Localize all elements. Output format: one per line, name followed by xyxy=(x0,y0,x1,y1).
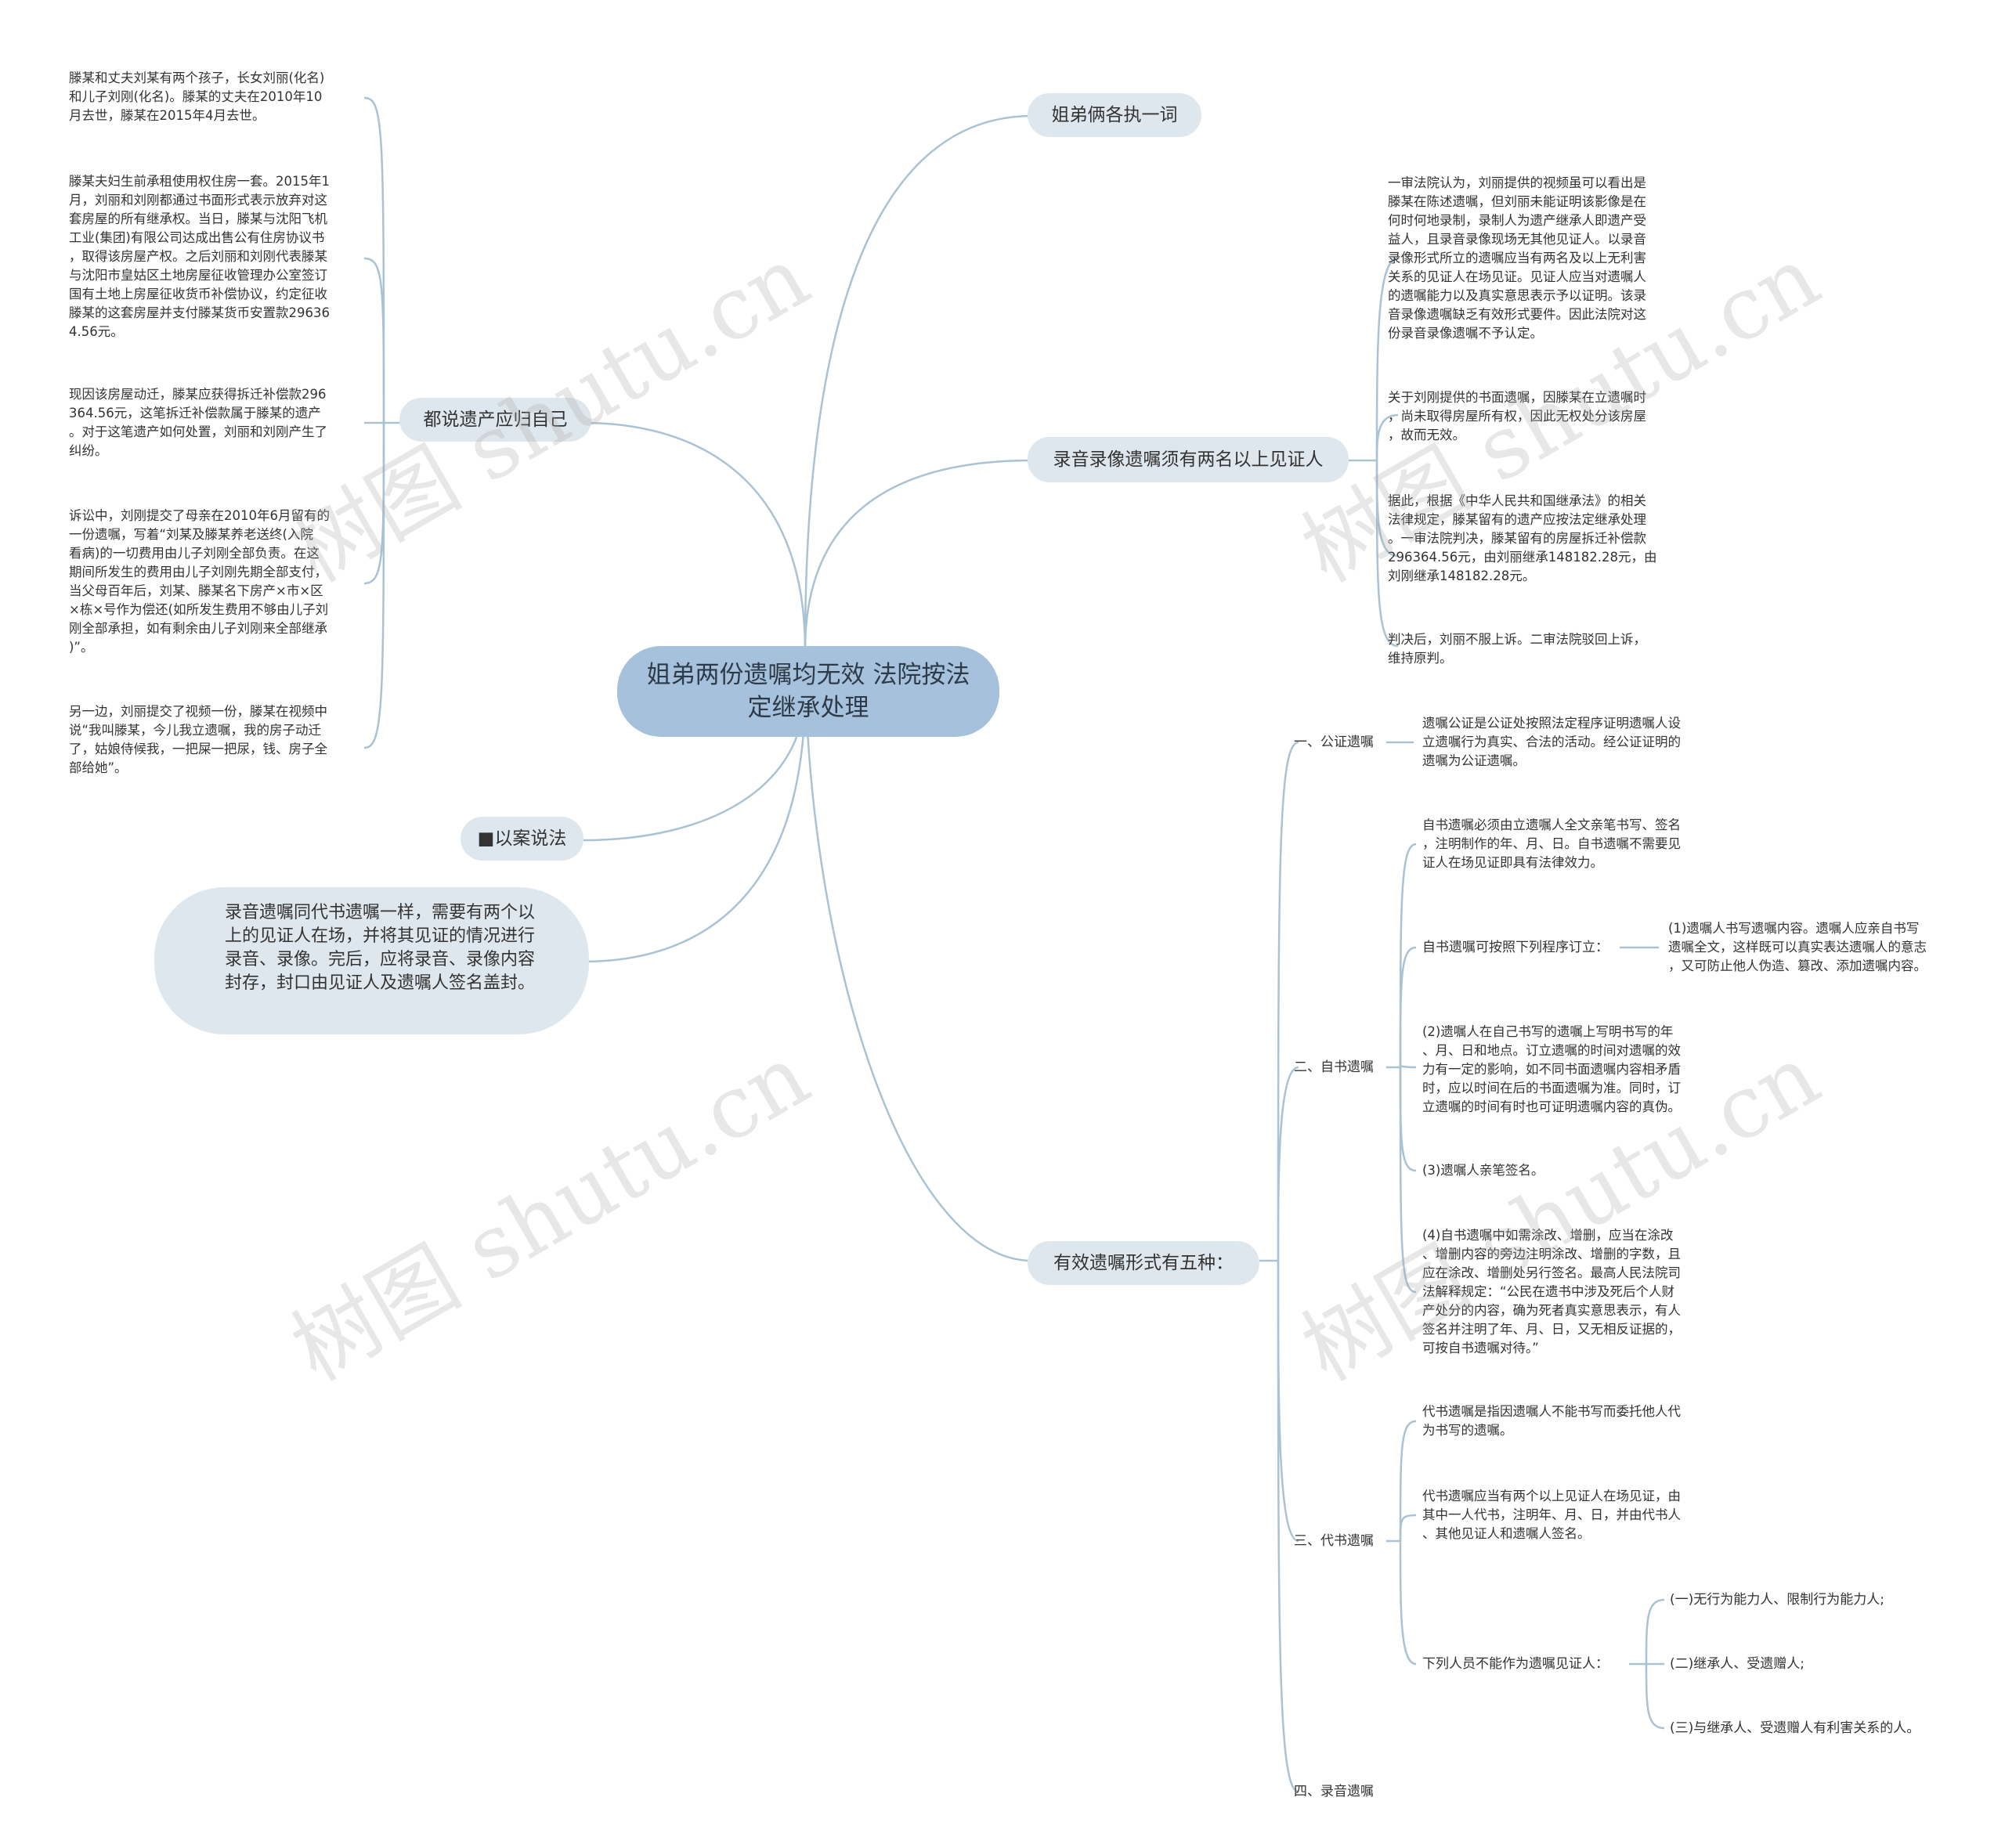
notary-text: 遗嘱公证是公证处按照法定程序证明遗嘱人设 立遗嘱行为真实、合法的活动。经公证证明… xyxy=(1422,716,1681,768)
ruling-text-written: 关于刘刚提供的书面遗嘱，因滕某在立遗嘱时 ，尚未取得房屋所有权，因此无权处分该房… xyxy=(1388,390,1646,442)
branch-audio-note[interactable]: 录音遗嘱同代书遗嘱一样，需要有两个以上的见证人在场，并将其见证的情况进行录音、录… xyxy=(154,887,589,1034)
branch-forms[interactable]: 有效遗嘱形式有五种： xyxy=(1028,1241,1259,1285)
holograph-step-2: (2)遗嘱人在自己书写的遗嘱上写明书写的年 、月、日和地点。订立遗嘱的时间对遗嘱… xyxy=(1422,1024,1681,1114)
form-notary-label[interactable]: 一、公证遗嘱 xyxy=(1294,735,1374,750)
case-text-family: 滕某和丈夫刘某有两个孩子，长女刘丽(化名) 和儿子刘刚(化名)。滕某的丈夫在20… xyxy=(69,70,325,123)
holograph-step-1: (1)遗嘱人书写遗嘱内容。遗嘱人应亲自书写 遗嘱全文，这样既可以真实表达遗嘱人的… xyxy=(1668,921,1927,973)
holograph-step-4: (4)自书遗嘱中如需涂改、增删，应当在涂改 、增删内容的旁边注明涂改、增删的字数… xyxy=(1422,1228,1681,1355)
proxy-excluded-label[interactable]: 下列人员不能作为遗嘱见证人： xyxy=(1422,1656,1609,1672)
form-holograph-label[interactable]: 二、自书遗嘱 xyxy=(1294,1059,1374,1075)
proxy-definition: 代书遗嘱是指因遗嘱人不能书写而委托他人代 为书写的遗嘱。 xyxy=(1422,1404,1681,1438)
branch-heritage[interactable]: 都说遗产应归自己 xyxy=(399,398,591,442)
root-topic[interactable]: 姐弟两份遗嘱均无效 法院按法定继承处理 xyxy=(617,646,999,737)
case-text-house: 滕某夫妇生前承租使用权住房一套。2015年1 月，刘丽和刘刚都通过书面形式表示放… xyxy=(69,174,330,339)
ruling-text-video: 一审法院认为，刘丽提供的视频虽可以看出是 滕某在陈述遗嘱，但刘丽未能证明该影像是… xyxy=(1388,175,1646,341)
proxy-excluded-item: (一)无行为能力人、限制行为能力人; xyxy=(1670,1592,1884,1608)
case-text-compensation: 现因该房屋动迁，滕某应获得拆迁补偿款296 364.56元，这笔拆迁补偿款属于滕… xyxy=(69,387,327,458)
branch-dispute[interactable]: 姐弟俩各执一词 xyxy=(1028,93,1201,137)
ruling-text-judgment: 据此，根据《中华人民共和国继承法》的相关 法律规定，滕某留有的遗产应按法定继承处… xyxy=(1388,493,1657,583)
proxy-requirement: 代书遗嘱应当有两个以上见证人在场见证，由 其中一人代书，注明年、月、日，并由代书… xyxy=(1422,1489,1681,1541)
holograph-procedure-label[interactable]: 自书遗嘱可按照下列程序订立： xyxy=(1422,940,1609,955)
holograph-step-3: (3)遗嘱人亲笔签名。 xyxy=(1422,1163,1544,1178)
form-audio-label[interactable]: 四、录音遗嘱 xyxy=(1294,1784,1374,1799)
proxy-excluded-item: (二)继承人、受遗赠人; xyxy=(1670,1656,1804,1672)
holograph-intro: 自书遗嘱必须由立遗嘱人全文亲笔书写、签名 ，注明制作的年、月、日。自书遗嘱不需要… xyxy=(1422,818,1681,870)
case-text-written-will: 诉讼中，刘刚提交了母亲在2010年6月留有的 一份遗嘱，写着“刘某及滕某养老送终… xyxy=(69,508,330,655)
proxy-excluded-item: (三)与继承人、受遗赠人有利害关系的人。 xyxy=(1670,1720,1920,1736)
branch-audio-rule[interactable]: 录音录像遗嘱须有两名以上见证人 xyxy=(1028,437,1349,482)
case-text-video-will: 另一边，刘丽提交了视频一份，滕某在视频中 说“我叫滕某，今儿我立遗嘱，我的房子动… xyxy=(69,704,327,775)
form-proxy-label[interactable]: 三、代书遗嘱 xyxy=(1294,1533,1374,1549)
ruling-text-appeal: 判决后，刘丽不服上诉。二审法院驳回上诉， 维持原判。 xyxy=(1388,632,1646,666)
branch-case[interactable]: ■以案说法 xyxy=(461,817,583,861)
